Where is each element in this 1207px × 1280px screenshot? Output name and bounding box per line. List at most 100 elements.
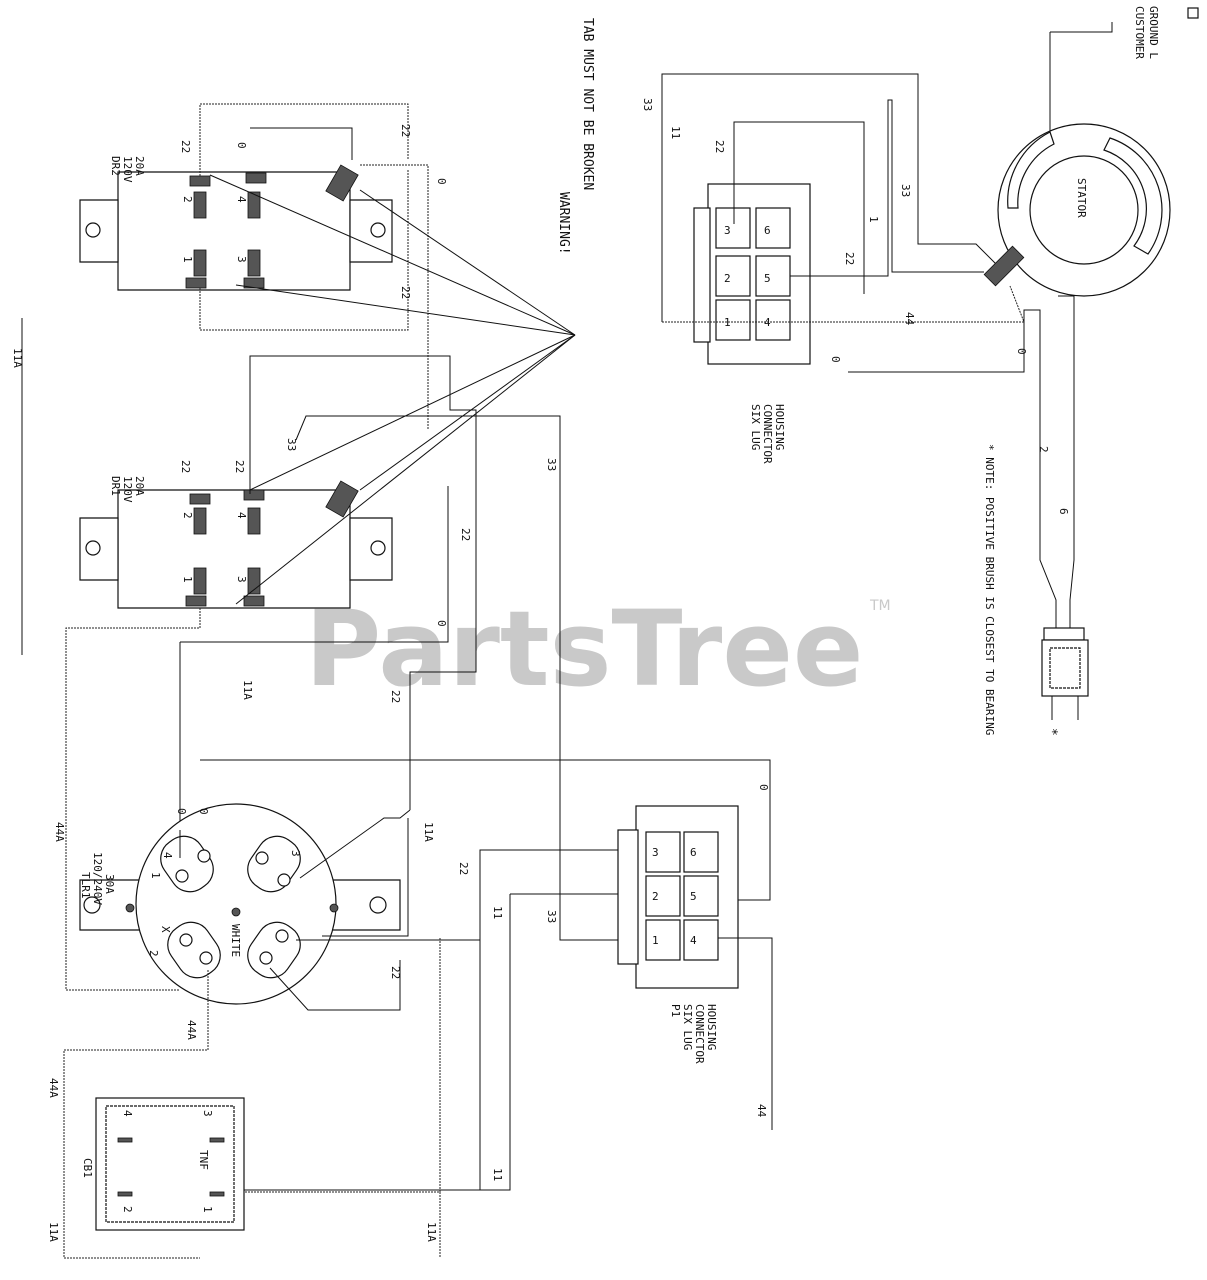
wire-label-6: 6 <box>1057 508 1070 515</box>
brush-mark: * <box>1044 728 1059 736</box>
wire-label-11-c: 11 <box>669 126 682 139</box>
dr1-name: DR1 <box>109 476 122 496</box>
wire-label-22-h: 22 <box>843 252 856 265</box>
top-label-1: CONNECTOR <box>761 404 774 464</box>
wire-label-33-c: 33 <box>545 910 558 923</box>
top-pin-1: 1 <box>724 316 731 329</box>
p1-pin-1: 1 <box>652 934 659 947</box>
wire-label-44a-c: 44A <box>47 1078 60 1098</box>
p1-label-2: CONNECTOR <box>693 1004 706 1064</box>
brush-assembly: * <box>1041 627 1089 736</box>
wire-label-22-dr1a: 22 <box>179 460 192 473</box>
wire-label-22-b: 22 <box>399 286 412 299</box>
wire-label-44a-b: 44A <box>185 1020 198 1040</box>
p1-pin-4: 4 <box>690 934 697 947</box>
tlr1-terminal-2: 2 <box>147 950 160 957</box>
wire-label-33-e: 33 <box>899 184 912 197</box>
wire-label-2: 2 <box>1037 446 1050 453</box>
brush-note: * NOTE: POSITIVE BRUSH IS CLOSEST TO BEA… <box>983 444 996 735</box>
wire-label-22-f: 22 <box>389 966 402 979</box>
tlr1-receptacle: TLR1 120/240V 30A 1 4 3 2 X WHITE 0 0 <box>79 803 401 1005</box>
customer-ground: CUSTOMER GROUND L <box>1133 6 1199 59</box>
tlr1-rating: 120/240V <box>91 852 104 905</box>
wire-label-0-a: 0 <box>435 178 448 185</box>
wire-label-22-dr2: 22 <box>179 140 192 153</box>
wire-label-33-b: 33 <box>545 458 558 471</box>
tlr1-wiring: 11A 22 11 33 22 44A 44A 11 11A 11A 0 <box>47 784 770 1259</box>
top-label-2: HOUSING <box>773 404 786 450</box>
warning-title: WARNING! <box>556 192 571 255</box>
top-pin-5: 5 <box>764 272 771 285</box>
p1-label-0: P1 <box>669 1004 682 1017</box>
wire-label-0-tlr-b: 0 <box>197 808 210 815</box>
warning-note: WARNING! TAB MUST NOT BE BROKEN <box>556 18 595 255</box>
dr1-rating: 120V <box>121 476 134 503</box>
dr1-terminal-2: 2 <box>181 512 194 519</box>
wire-label-11a-c: 11A <box>425 1222 438 1242</box>
p1-pin-2: 2 <box>652 890 659 903</box>
dr2-amps: 20A <box>133 156 146 176</box>
tlr1-terminal-4: 4 <box>161 852 174 859</box>
wire-label-44-a: 44 <box>903 312 916 326</box>
tlr1-terminal-3: 3 <box>289 850 302 857</box>
dr2-terminal-4: 4 <box>235 196 248 203</box>
dr2-terminal-2: 2 <box>181 196 194 203</box>
p1-pin-6: 6 <box>690 846 697 859</box>
receptacle-wiring: 22 22 0 33 33 22 0 11A 22 44A <box>53 103 771 991</box>
cb1-terminal-1: 1 <box>201 1206 214 1213</box>
p1-label-3: HOUSING <box>705 1004 718 1050</box>
wire-label-11a-d: 11A <box>47 1222 60 1242</box>
customer-ground-1: GROUND L <box>1147 6 1160 59</box>
top-label-0: SIX LUG <box>749 404 762 450</box>
watermark-text: PartsTree <box>305 588 863 710</box>
p1-pin-3: 3 <box>652 846 659 859</box>
wire-label-0-e: 0 <box>1015 348 1028 355</box>
tlr1-white-label: WHITE <box>229 924 242 957</box>
wire-label-11a-b: 11A <box>422 822 435 842</box>
dr2-rating: 120V <box>121 156 134 183</box>
dr2-name: DR2 <box>109 156 122 176</box>
six-lug-connector-p1: 3 2 1 6 5 4 P1 SIX LUG CONNECTOR HOUSING… <box>617 805 773 1130</box>
watermark-tm: TM <box>869 598 891 614</box>
tlr1-name: TLR1 <box>79 872 92 899</box>
cb1-name: CB1 <box>81 1158 94 1178</box>
cb1-terminal-2: 2 <box>121 1206 134 1213</box>
left-reference-wire: 11A <box>11 318 24 655</box>
wire-label-33-d: 33 <box>641 98 654 111</box>
dr2-receptacle: 2 4 1 3 DR2 120V 20A 22 0 <box>79 140 393 291</box>
dr1-terminal-4: 4 <box>235 512 248 519</box>
cb1-label: TNF <box>197 1150 210 1170</box>
wire-label-0-b: 0 <box>435 620 448 627</box>
wire-label-0-dr2: 0 <box>235 142 248 149</box>
stator: STATOR <box>983 123 1171 297</box>
warning-text: TAB MUST NOT BE BROKEN <box>580 18 595 190</box>
wire-label-44a-a: 44A <box>53 822 66 842</box>
customer-ground-0: CUSTOMER <box>1133 6 1146 59</box>
wire-label-44-b: 44 <box>755 1104 768 1118</box>
dr2-terminal-1: 1 <box>181 256 194 263</box>
wire-label-22-e: 22 <box>457 862 470 875</box>
dr1-terminal-3: 3 <box>235 576 248 583</box>
dr1-terminal-1: 1 <box>181 576 194 583</box>
top-pin-2: 2 <box>724 272 731 285</box>
six-lug-connector-top: 3 2 1 6 5 4 SIX LUG CONNECTOR HOUSING <box>693 183 811 464</box>
tlr1-x: X <box>159 926 172 933</box>
cb1-terminal-3: 3 <box>201 1110 214 1117</box>
wire-label-22-dr1b: 22 <box>233 460 246 473</box>
wire-label-11a-left: 11A <box>11 348 24 368</box>
dr2-terminal-3: 3 <box>235 256 248 263</box>
stator-wiring: 33 11 22 22 1 33 44 0 0 2 6 <box>641 22 1113 630</box>
wire-label-0-c: 0 <box>757 784 770 791</box>
wire-label-0-tlr-a: 0 <box>175 808 188 815</box>
cb1-terminal-4: 4 <box>121 1110 134 1117</box>
tlr1-terminal-1: 1 <box>149 872 162 879</box>
wire-label-1: 1 <box>867 216 880 223</box>
stator-name: STATOR <box>1075 178 1088 218</box>
top-pin-3: 3 <box>724 224 731 237</box>
tlr1-amps: 30A <box>103 874 116 894</box>
wire-label-22-a: 22 <box>399 124 412 137</box>
cb1-circuit-breaker: CB1 TNF 4 3 2 1 <box>81 1097 245 1231</box>
wire-label-22-c: 22 <box>459 528 472 541</box>
dr1-amps: 20A <box>133 476 146 496</box>
